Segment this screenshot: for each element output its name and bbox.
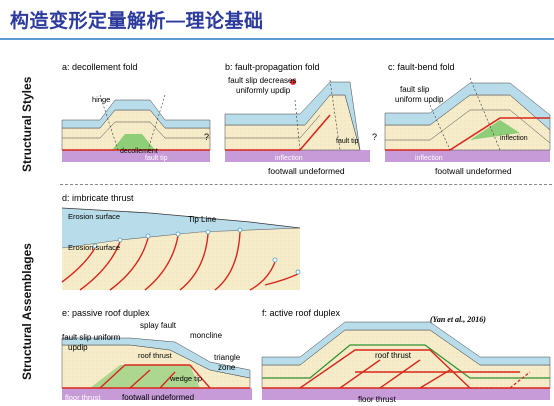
panel-d-tipline-label: Tip Line [188,215,217,224]
panel-c-fault [385,117,550,151]
panel-d-erosion-line-1 [61,207,301,229]
panel-b-inflection-label: inflection [275,155,303,162]
panel-d-erosion-line-2 [61,227,301,249]
panel-c-fault-bend-fold: c: fault-bend fold fault slip uniform up… [384,62,551,176]
panel-b-axial-1 [294,99,301,151]
panel-f-green-horizon [262,344,550,379]
panel-e-faults [62,364,250,389]
panel-b-basement [225,150,370,162]
panel-f-layer-blue [261,321,551,366]
panel-c-basement [385,150,550,162]
page-title: 构造变形定量解析—理论基础 [10,11,264,32]
panel-e-triangle1-label: triangle [214,353,241,362]
panel-e-triangle2-label: zone [218,363,236,372]
panel-d-sediment [62,228,300,290]
panel-c-inflection-label-1: inflection [500,135,528,142]
panel-f-active-roof-duplex: f: active roof duplex (Yan et al., 2016)… [261,308,551,404]
panel-b-marker-dot [290,79,296,85]
title-rule [0,38,554,40]
panel-b-fault-tip-label: fault tip [336,138,359,145]
panel-f-dashed-fault [470,371,531,389]
panel-f-floor-label: floor thrust [358,395,397,404]
panel-e-basement [62,388,252,400]
panel-b-note2: uniformly updip [236,86,291,95]
panel-c-axial-1 [429,104,451,151]
section-divider [60,184,552,185]
panel-d-imbricate-thrust: d: imbricate thrust Erosion surface Eros [61,193,301,291]
panel-e-note1: fault slip uniform [62,333,121,342]
panel-b-fault [225,114,331,151]
panel-e-moncline-label: moncline [190,331,223,340]
panel-e-duplex-green [90,365,200,388]
panel-b-fault-propagation-fold: b: fault-propagation fold fault slip dec… [224,62,377,176]
panel-c-layer-blue [384,82,551,131]
panel-e-wedge-label: wedge tip [169,374,202,383]
panel-d-caption: d: imbricate thrust [62,193,134,203]
panel-d-thrust-faults [61,231,299,291]
panel-e-passive-roof-duplex: e: passive roof duplex fault slip unifor… [61,308,252,402]
panel-e-caption: e: passive roof duplex [62,308,150,318]
panel-b-question: ? [372,132,377,142]
panel-c-axial-2 [469,77,501,151]
panel-c-green-wedge [470,120,520,140]
panel-a-axial-right [147,94,166,151]
panel-a-axial-left [99,94,119,151]
panel-c-footwall-label: footwall undeformed [435,166,512,176]
panel-f-basement [262,388,550,400]
panel-a-decollement-core [112,134,155,150]
panel-b-layer-blue [224,81,361,151]
panel-a-hinge-label: hinge [92,95,110,104]
panel-e-roof-label: roof thrust [138,351,173,360]
panel-c-inflection-label-2: inflection [415,155,443,162]
panel-e-note2: updip [68,343,88,352]
panel-d-erosion1-label: Erosion surface [68,212,120,221]
panel-a-basement [62,150,210,162]
panel-d-erosion2-label: Erosion surface [68,243,120,252]
panel-c-note2: uniform updip [395,95,444,104]
panel-e-floor-label: floor thrust [65,393,101,402]
panel-e-splay-label: splay fault [140,321,177,330]
panel-a-caption: a: decollement fold [62,62,138,72]
panel-a-question: ? [204,132,209,142]
panel-b-bed-line [225,114,321,139]
panel-a-layer-blue [61,99,211,129]
panel-f-roof-label: roof thrust [375,351,412,360]
panel-c-caption: c: fault-bend fold [388,62,455,72]
panel-a-bed-line [62,121,210,139]
panel-e-layer-blue [61,337,251,379]
panel-e-footwall-label: footwall undeformed [122,393,194,402]
panel-a-decollement-fold: a: decollement fold hinge decollement fa… [61,62,211,162]
panel-f-citation: (Yan et al., 2016) [430,315,486,324]
panel-c-bed-line [385,109,551,144]
panel-b-footwall-label: footwall undeformed [268,166,345,176]
panel-d-tip-markers [92,227,301,275]
panel-b-note1: fault slip decreases [228,76,296,85]
panel-f-caption: f: active roof duplex [262,308,341,318]
panel-b-caption: b: fault-propagation fold [225,62,320,72]
panel-c-note1: fault slip [400,85,430,94]
panel-a-fault-tip-label: fault tip [145,155,168,162]
panel-a-decollement-label: decollement [120,148,158,155]
